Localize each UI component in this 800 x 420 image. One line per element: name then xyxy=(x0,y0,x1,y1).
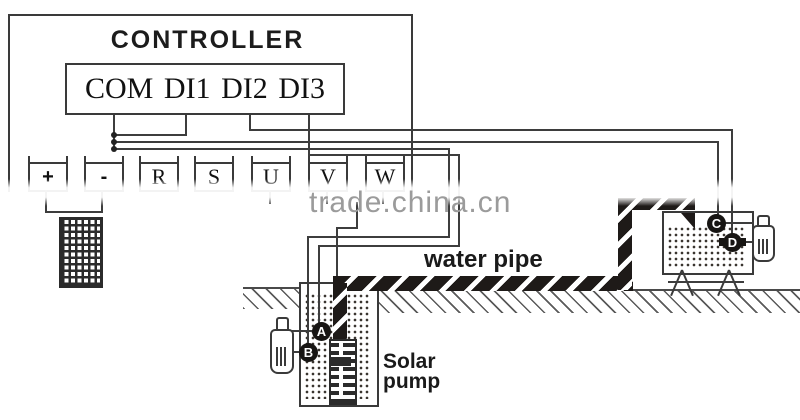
solar-pump-label-line2: pump xyxy=(383,370,441,393)
water-pipe-riser xyxy=(618,198,632,290)
white-fade-band xyxy=(0,179,800,206)
tank-float-sensor-line xyxy=(758,239,760,254)
solar-panel xyxy=(59,217,103,288)
wire-motor-v1 xyxy=(356,202,358,229)
wire-to-float-b xyxy=(307,236,309,346)
watermark: trade.china.cn xyxy=(309,186,512,219)
float-c-label: C xyxy=(711,216,722,231)
terminal-di1: DI1 xyxy=(163,72,211,105)
float-a-label: A xyxy=(316,324,327,339)
tank-float-sensor-line xyxy=(766,239,768,254)
controller-title: CONTROLLER xyxy=(110,26,305,54)
wire-di3-right xyxy=(308,154,460,156)
pump-body xyxy=(329,339,357,405)
wire-di3-down xyxy=(308,115,310,156)
controller-enclosure xyxy=(8,14,413,192)
wire-to-float-a xyxy=(318,245,320,325)
wire-loop-left2 xyxy=(318,245,460,247)
water-pipe-horizontal xyxy=(333,276,633,291)
float-a-badge: A xyxy=(312,322,331,341)
tank-stand-bar xyxy=(668,281,744,283)
float-b-badge: B xyxy=(299,343,318,362)
junction-dot xyxy=(111,132,117,138)
water-pipe-label: water pipe xyxy=(424,246,543,273)
pump-band xyxy=(331,357,351,366)
terminal-plus-label: + xyxy=(42,165,54,188)
junction-dot xyxy=(111,139,117,145)
wire-com-di1 xyxy=(113,134,187,136)
terminal-com: COM xyxy=(85,72,154,105)
wire-panel-bracket xyxy=(45,211,103,213)
wire-com-right2 xyxy=(113,148,450,150)
pump-split xyxy=(339,341,343,399)
wire-di1-down xyxy=(185,115,187,136)
wire-to-float-c xyxy=(717,141,719,216)
terminal-di3: DI3 xyxy=(278,72,325,105)
wire-loop-left1 xyxy=(307,236,450,238)
wire-c-bottle xyxy=(725,222,754,224)
terminal-minus-label: - xyxy=(100,165,108,188)
wire-di2-right xyxy=(249,129,733,131)
wire-di2-down xyxy=(249,115,251,131)
ground-hatch-left xyxy=(243,289,302,309)
float-d-label: D xyxy=(727,235,738,250)
solar-pump-label-line1: Solar xyxy=(383,350,436,373)
float-sensor-line xyxy=(284,347,286,366)
solar-pump-label: Solar pump xyxy=(383,350,441,393)
float-d-badge: D xyxy=(723,233,742,252)
ground-hatch-right xyxy=(374,291,800,313)
float-c-badge: C xyxy=(707,214,726,233)
junction-dot xyxy=(111,146,117,152)
water-pipe-well-drop xyxy=(333,283,347,341)
float-d-tab xyxy=(741,238,746,246)
float-b-label: B xyxy=(303,345,314,360)
float-sensor-body xyxy=(270,329,294,374)
io-terminal-box: COM DI1 DI2 DI3 xyxy=(65,63,345,115)
float-sensor-line xyxy=(280,347,282,366)
wire-bottle-a xyxy=(292,330,313,332)
ground-line-left xyxy=(243,287,302,289)
wire-motor-h xyxy=(336,227,358,229)
float-sensor-line xyxy=(276,347,278,366)
wire-com-right xyxy=(113,141,719,143)
float-d-tab xyxy=(719,238,724,246)
wire-bottle-b xyxy=(292,351,302,353)
tank-float-sensor-line xyxy=(762,239,764,254)
terminal-di2: DI2 xyxy=(221,72,268,105)
